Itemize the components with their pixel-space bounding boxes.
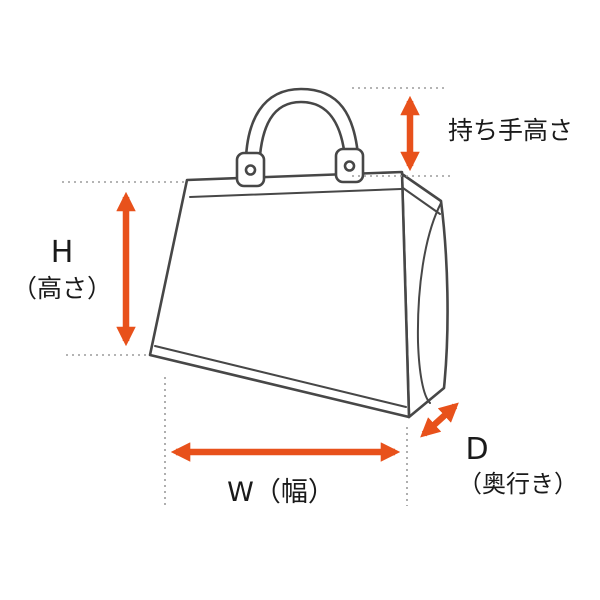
labels: 持ち手高さ H （高さ） W（幅） D （奥行き） xyxy=(12,116,578,508)
guide-lines xyxy=(62,87,452,506)
bag-frame-side-seam xyxy=(402,187,441,215)
handle-tab-right xyxy=(334,147,365,184)
depth-arrow xyxy=(420,402,459,438)
bag-front-panel xyxy=(148,170,411,419)
width-label: W（幅） xyxy=(227,477,335,508)
depth-caption-label: （奥行き） xyxy=(458,470,578,498)
bag-bottom-seam xyxy=(154,345,407,408)
handle-height-label: 持ち手高さ xyxy=(448,116,573,145)
handle-rivet-right xyxy=(343,160,356,172)
bag-illustration xyxy=(148,87,449,419)
bag-frame-seam xyxy=(189,188,402,198)
height-caption-label: （高さ） xyxy=(12,274,112,303)
bag-gusset-fold-line xyxy=(416,202,442,404)
dimension-arrows xyxy=(116,95,459,462)
bag-side-gusset xyxy=(400,172,449,419)
height-letter-label: H xyxy=(51,235,74,270)
depth-letter-label: D xyxy=(465,432,488,467)
handle-rivet-left xyxy=(244,164,257,176)
handle-tab-left xyxy=(235,151,266,188)
